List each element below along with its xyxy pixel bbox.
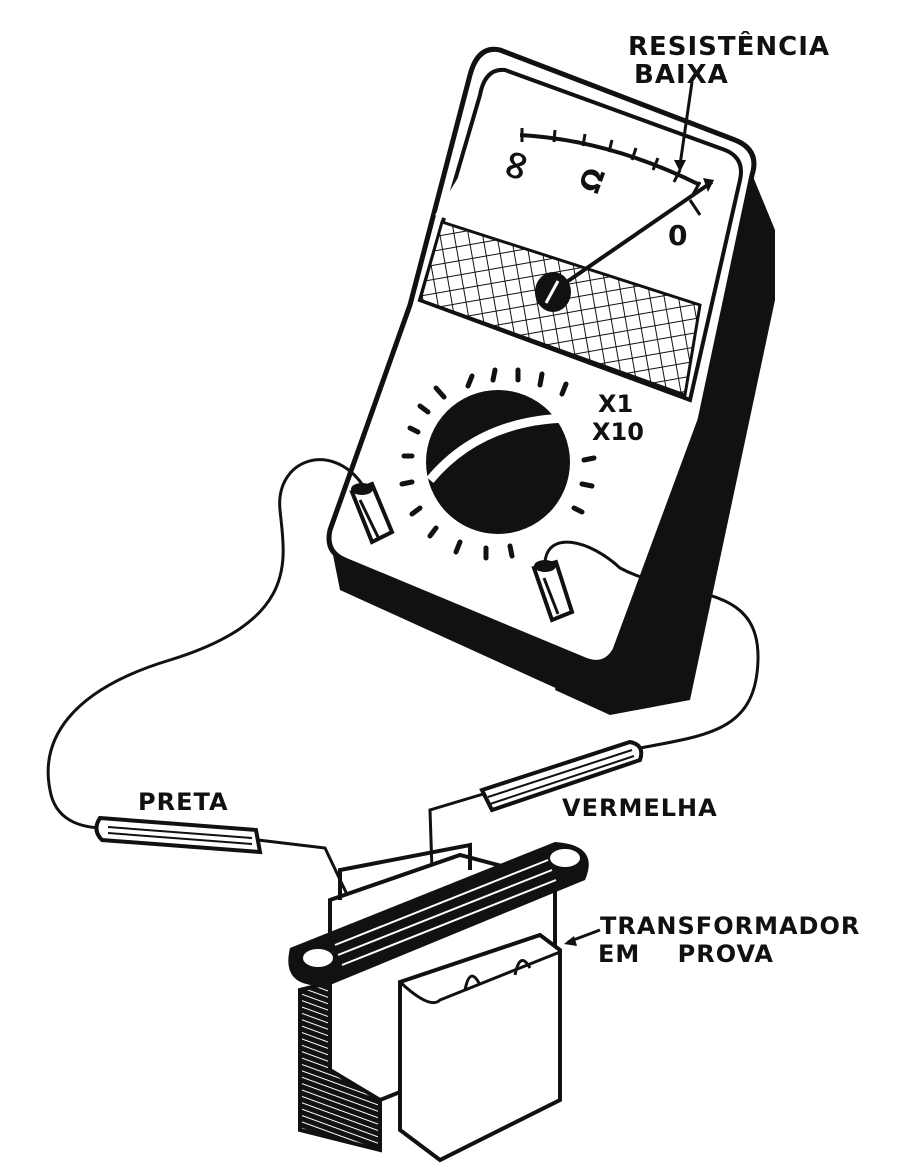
meter-dial-face	[435, 95, 730, 300]
low-resistance-pointer	[678, 81, 694, 166]
meter-needle	[553, 180, 714, 292]
selector-ticks	[399, 367, 597, 561]
range-selector-knob[interactable]	[426, 390, 570, 534]
range-x1-label: X1	[598, 390, 633, 418]
multimeter: ∞ Ω 0 X1 X10	[326, 46, 775, 715]
red-probe[interactable]	[479, 739, 644, 813]
test-lead-wires	[46, 458, 760, 906]
range-x10-label: X10	[592, 418, 644, 446]
scale-zero-label: 0	[668, 219, 687, 252]
transformer	[288, 842, 589, 1163]
transformer-label-line1: TRANSFORMADOR	[600, 912, 861, 940]
low-resistance-label-line2: BAIXA	[634, 60, 729, 90]
red-jack[interactable]	[531, 559, 575, 623]
black-probe-label: PRETA	[138, 788, 229, 816]
transformer-label-line2: EM PROVA	[598, 940, 774, 968]
transformer-coil-cover	[398, 932, 562, 1163]
low-resistance-label-line1: RESISTÊNCIA	[628, 32, 831, 62]
red-probe-label: VERMELHA	[562, 794, 718, 822]
black-probe[interactable]	[94, 815, 263, 855]
black-jack[interactable]	[349, 481, 395, 545]
transformer-bracket[interactable]	[288, 842, 589, 986]
